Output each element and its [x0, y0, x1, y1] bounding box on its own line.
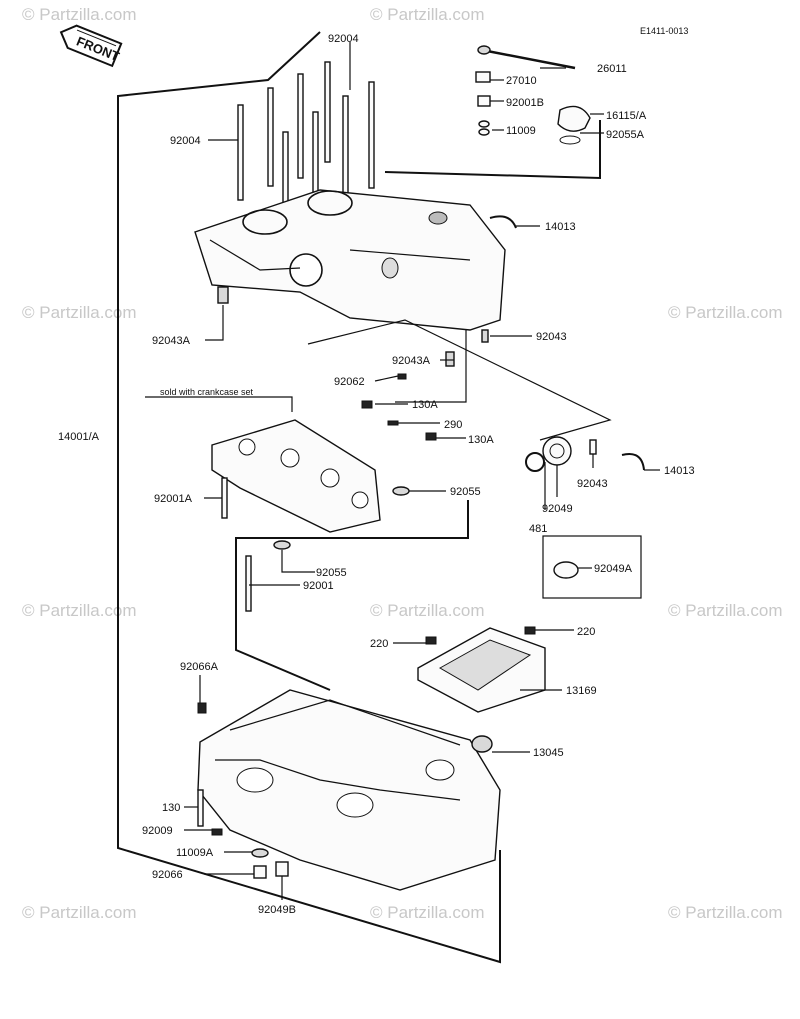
callout-92043-right: 92043: [536, 331, 567, 343]
oil-filler-parts: [475, 45, 591, 145]
callout-92062: 92062: [334, 376, 365, 388]
callout-92049A: 92049A: [594, 563, 633, 575]
callout-92049: 92049: [542, 503, 573, 515]
leader-lines-lower: [184, 675, 530, 900]
callout-130A-1: 130A: [412, 399, 438, 411]
bearing-and-seals: [525, 436, 660, 599]
callout-92049B: 92049B: [258, 904, 296, 916]
stud-bolts: [237, 61, 375, 229]
callout-92043A-mid: 92043A: [392, 355, 431, 367]
callout-92004-top: 92004: [328, 33, 359, 45]
lower-fasteners: [197, 789, 289, 879]
callout-290: 290: [444, 419, 462, 431]
callout-11009A: 11009A: [176, 847, 214, 859]
callout-14013-lower: 14013: [664, 465, 695, 477]
callout-92055-2: 92055: [316, 567, 347, 579]
reference-code: E1411-0013: [640, 26, 688, 36]
callout-92001: 92001: [303, 580, 334, 592]
callout-14001A: 14001/A: [58, 431, 100, 443]
watermark: © Partzilla.com: [22, 5, 137, 24]
callout-92043-lower: 92043: [577, 478, 608, 490]
callout-92055A: 92055A: [606, 129, 645, 141]
callout-92066A: 92066A: [180, 661, 219, 673]
watermark: © Partzilla.com: [22, 303, 137, 322]
callout-13045: 13045: [533, 747, 564, 759]
callout-14013-top: 14013: [545, 221, 576, 233]
watermark: © Partzilla.com: [668, 303, 783, 322]
small-fasteners: [221, 373, 536, 645]
lower-crankcase: [197, 689, 501, 891]
watermark: © Partzilla.com: [370, 5, 485, 24]
note-sold-with-crankcase-set: sold with crankcase set: [160, 387, 254, 397]
callout-92009: 92009: [142, 825, 173, 837]
callout-220-right: 220: [577, 626, 595, 638]
leader-lines-mid: [204, 490, 574, 644]
callout-481: 481: [529, 523, 547, 535]
watermark: © Partzilla.com: [22, 903, 137, 922]
callout-13169: 13169: [566, 685, 597, 697]
circlip: [489, 215, 517, 229]
dowel-pin: [481, 329, 489, 343]
callout-16115A: 16115/A: [606, 110, 647, 122]
callout-27010: 27010: [506, 75, 537, 87]
dowel-pin: [445, 351, 455, 367]
callout-11009: 11009: [506, 125, 536, 137]
watermark: © Partzilla.com: [370, 601, 485, 620]
callout-92001B: 92001B: [506, 97, 544, 109]
callout-130A-2: 130A: [468, 434, 494, 446]
callout-92055-1: 92055: [450, 486, 481, 498]
watermark: © Partzilla.com: [668, 601, 783, 620]
front-arrow-icon: FRONT: [59, 24, 123, 68]
watermark: © Partzilla.com: [22, 601, 137, 620]
callout-92004-left: 92004: [170, 135, 201, 147]
watermark: © Partzilla.com: [668, 903, 783, 922]
callout-92066: 92066: [152, 869, 183, 881]
callout-labels: 92004 92004 26011 27010 92001B 11009 161…: [58, 33, 695, 916]
lower-bracket-line: [235, 500, 469, 691]
crankcase-set-bracket-right: [384, 120, 601, 180]
upper-crankcase: [194, 189, 506, 331]
callout-130: 130: [162, 802, 180, 814]
oil-screen: [417, 627, 562, 713]
watermark: © Partzilla.com: [370, 903, 485, 922]
callout-92043A-left: 92043A: [152, 335, 191, 347]
dowel-pin: [217, 286, 229, 304]
callout-92001A: 92001A: [154, 493, 193, 505]
leader-lines: [205, 42, 612, 441]
callout-220-left: 220: [370, 638, 388, 650]
bearing-caps: [145, 396, 381, 533]
crankcase-set-bracket: [117, 31, 501, 964]
callout-26011: 26011: [597, 63, 627, 75]
